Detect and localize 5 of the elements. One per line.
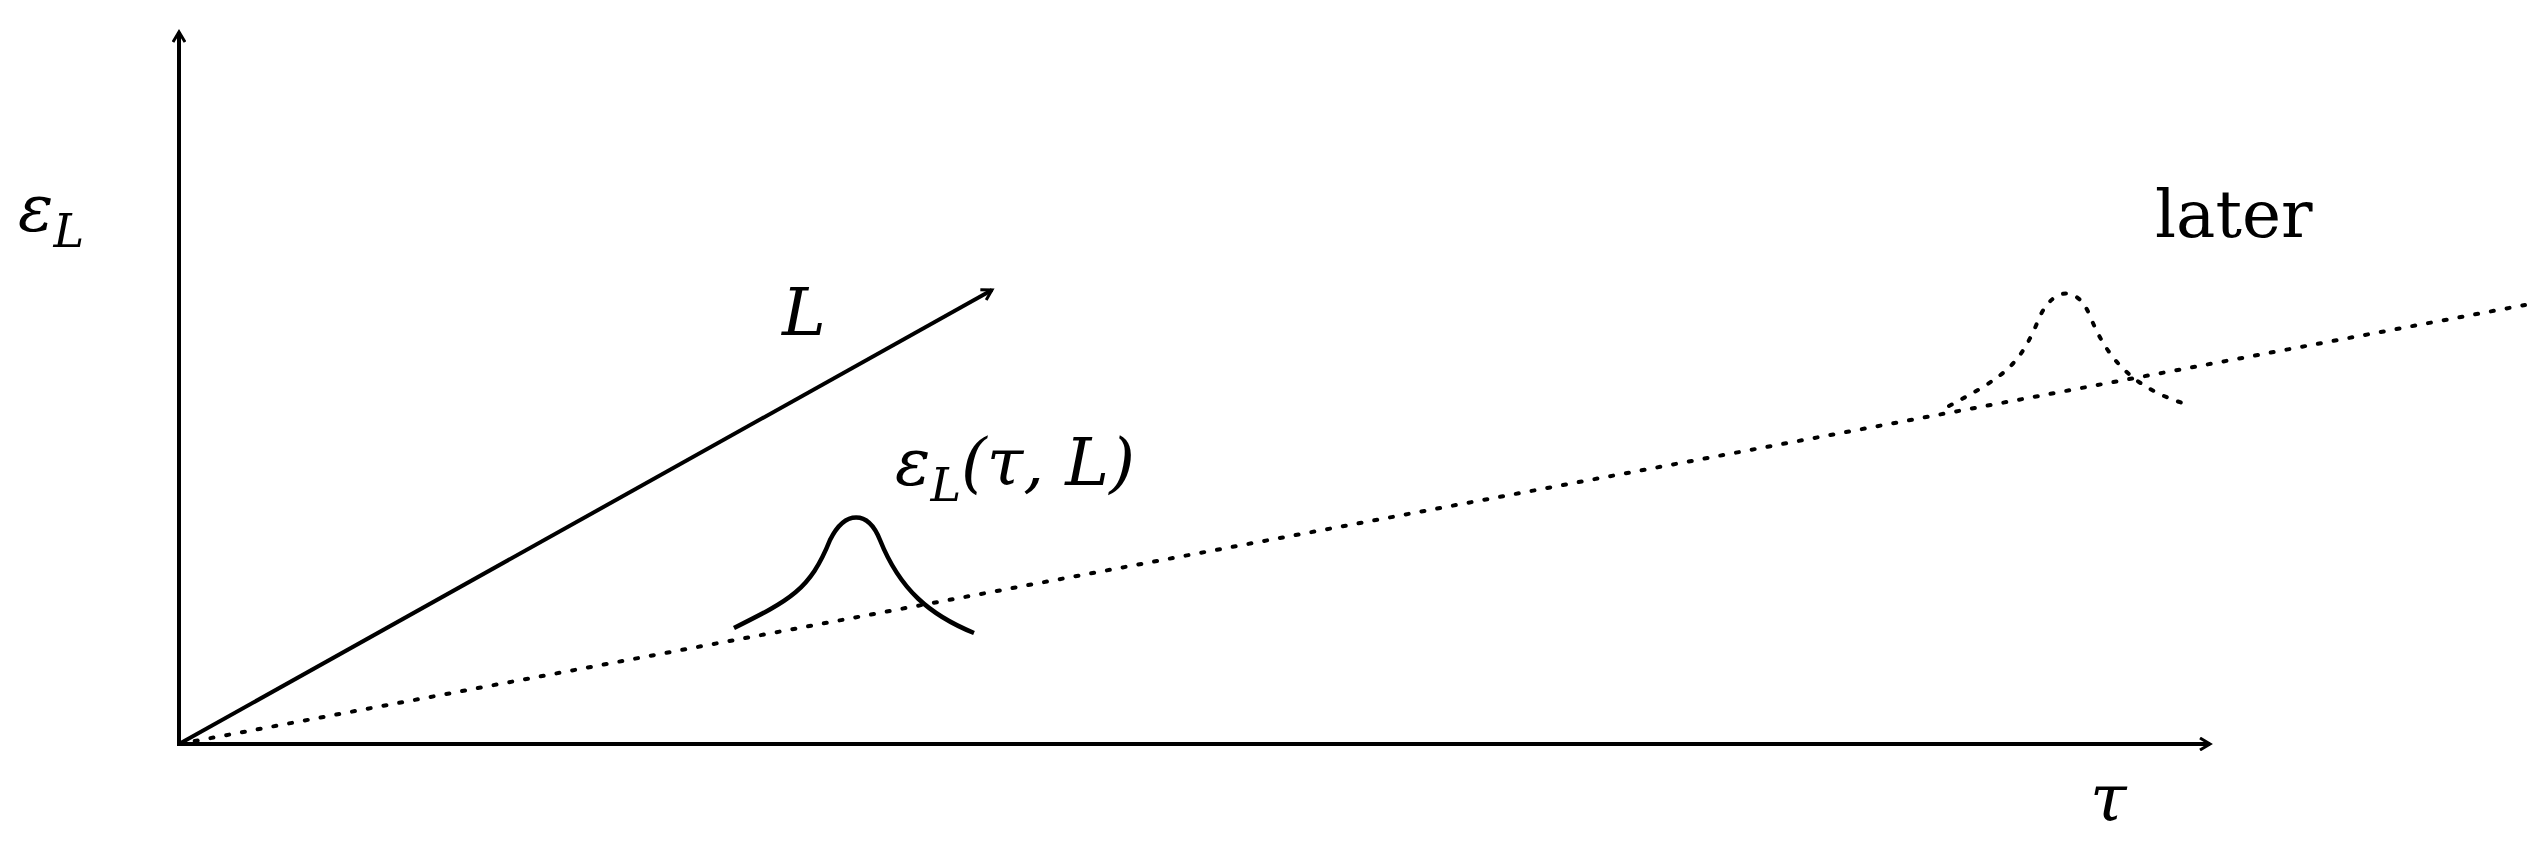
annotation-label: later [2155, 182, 2313, 248]
vector-label: L [782, 280, 826, 346]
axis-label: ε$_{L}$ [18, 176, 85, 255]
function-label: ε$_{L}$(τ, L) [895, 430, 1135, 509]
axis-label: τ [2090, 766, 2127, 832]
